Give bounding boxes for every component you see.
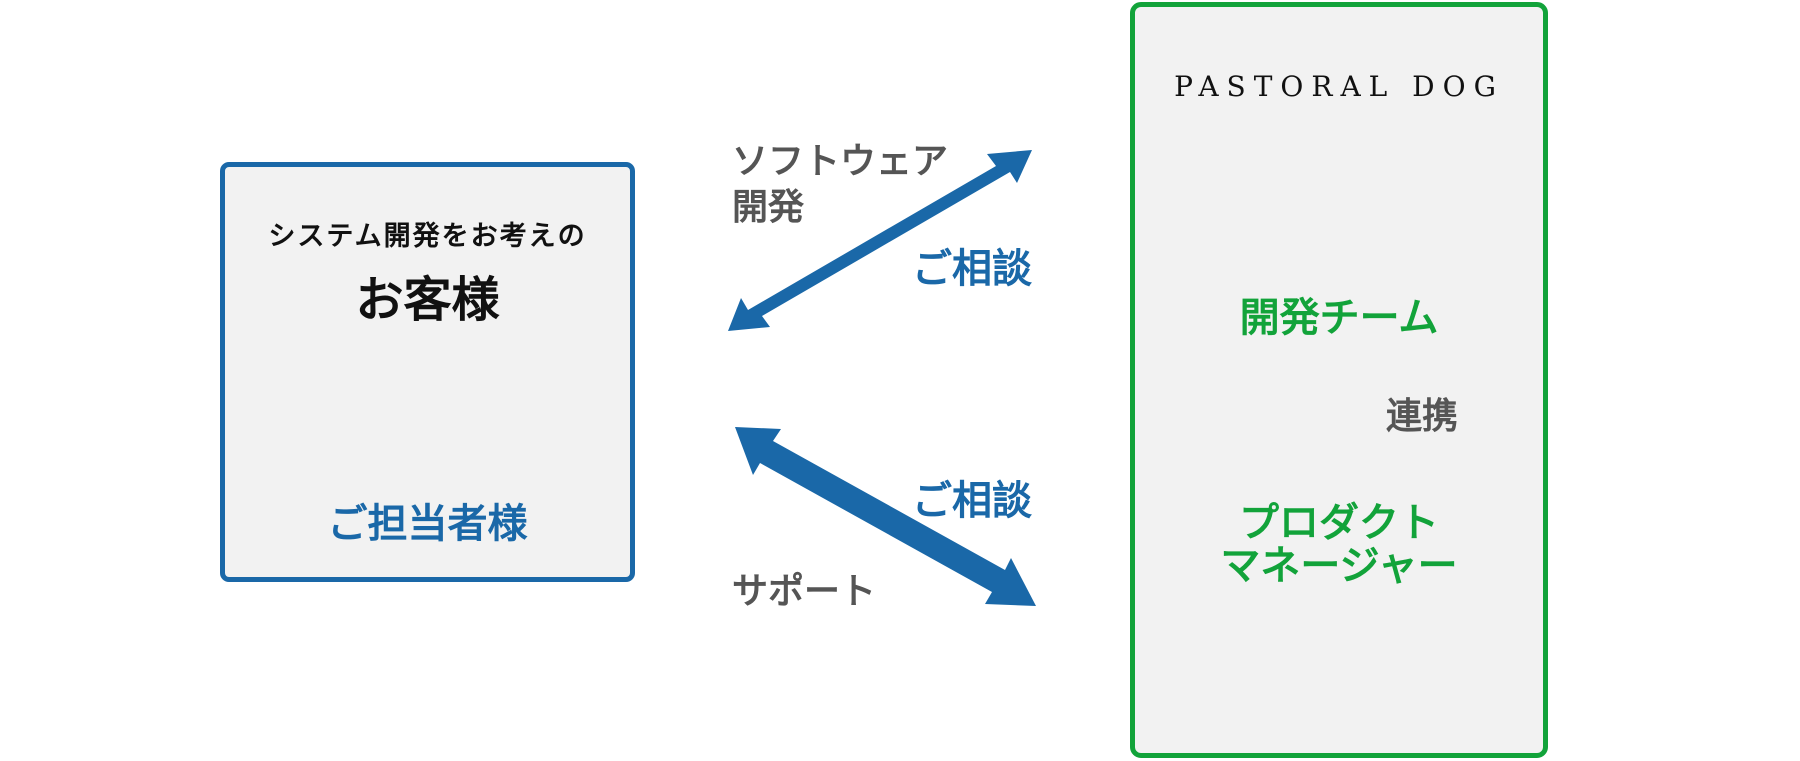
bottom-arrow-caption: サポート: [732, 570, 877, 612]
top-arrow-label: ご相談: [912, 245, 1032, 292]
bottom-arrow-label: ご相談: [912, 477, 1032, 524]
pm-label-line2: マネージャー: [1220, 542, 1458, 589]
top-arrow-caption-line1: ソフトウェア: [732, 140, 949, 182]
company-logo-text: PASTORAL DOG: [1174, 70, 1504, 103]
client-person-label: ご担当者様: [327, 500, 528, 547]
client-box: [220, 162, 635, 582]
client-title: お客様: [355, 272, 500, 328]
top-arrow-caption: ソフトウェア 開発: [732, 138, 948, 230]
company-box: [1130, 2, 1548, 758]
link-label: 連携: [1386, 395, 1459, 437]
client-subtitle: システム開発をお考えの: [268, 221, 587, 252]
team-label: 開発チーム: [1239, 294, 1439, 341]
double-arrow-icon: [735, 427, 1036, 606]
double-arrow-icon: [728, 150, 1032, 331]
top-arrow-caption-line2: 開発: [732, 186, 805, 228]
pm-label-line1: プロダクト: [1239, 499, 1439, 546]
